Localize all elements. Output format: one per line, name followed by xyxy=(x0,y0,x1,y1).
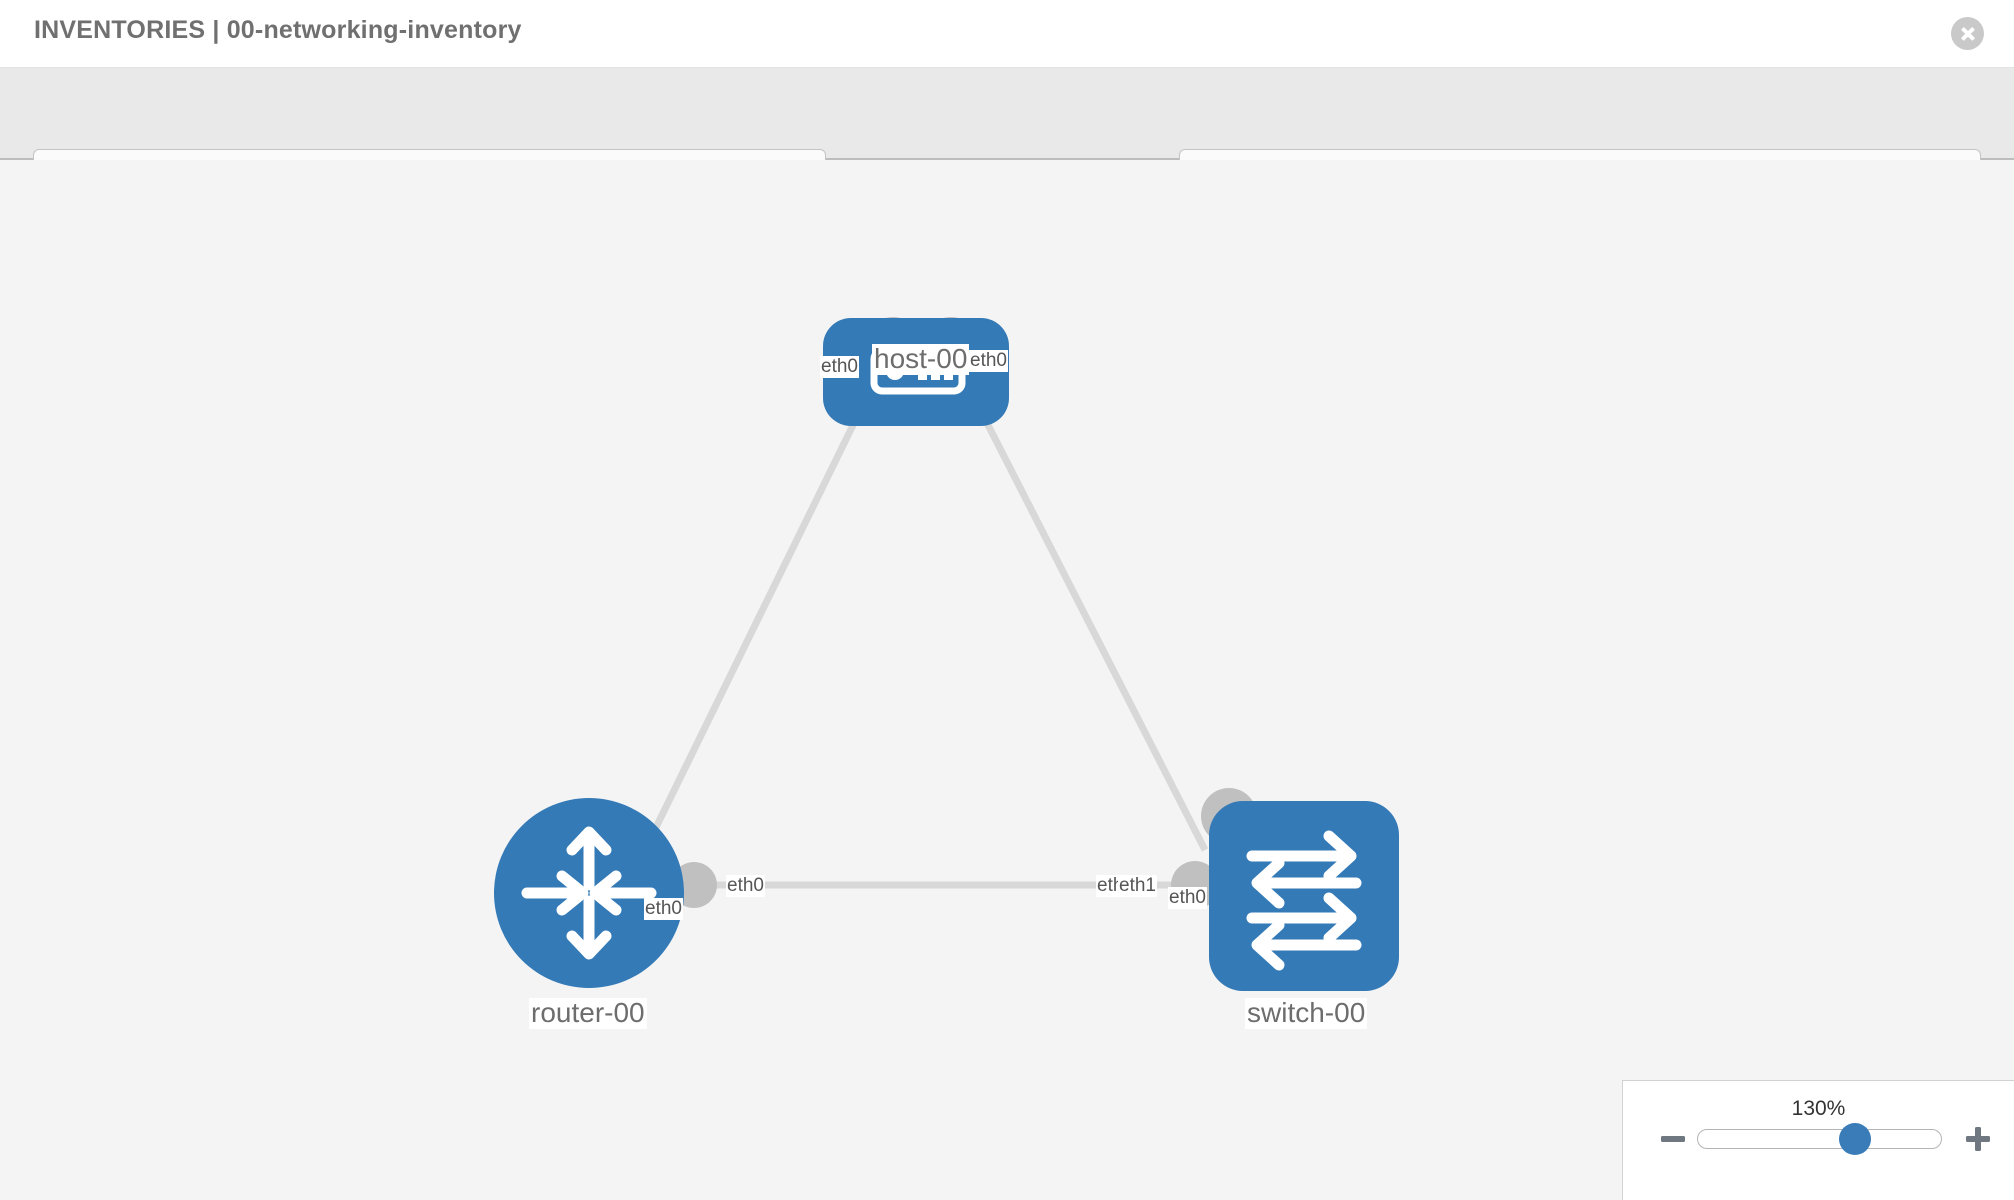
zoom-level-label: 130% xyxy=(1791,1097,1846,1120)
node-label-router-00: router-00 xyxy=(529,997,647,1029)
zoom-in-button[interactable] xyxy=(1964,1125,1992,1153)
zoom-control-panel: 130% xyxy=(1622,1080,2014,1200)
topology-links xyxy=(636,368,1209,889)
topology-canvas[interactable]: eth0 eth0 eth0 eth0 eth0 eth0 eth1 host-… xyxy=(0,160,2014,1200)
interface-label: eth1 xyxy=(1118,875,1157,897)
topology-graph xyxy=(494,317,1399,991)
interface-label: eth0 xyxy=(644,898,683,920)
interface-label: eth0 xyxy=(1168,887,1207,909)
link-host00-router00 xyxy=(636,368,884,862)
node-switch-00 xyxy=(1209,801,1399,991)
zoom-out-button[interactable] xyxy=(1659,1125,1687,1153)
close-icon[interactable] xyxy=(1951,17,1984,50)
zoom-slider-handle[interactable] xyxy=(1838,1123,1871,1155)
interface-label: eth0 xyxy=(820,356,859,378)
interface-label: eth0 xyxy=(969,350,1008,372)
node-label-host-00: host-00 xyxy=(872,343,970,375)
toolbar: ACTIONS SEARCH xyxy=(0,68,2014,202)
page-title: INVENTORIES | 00-networking-inventory xyxy=(34,16,522,44)
node-router-00 xyxy=(494,798,684,988)
page-header: INVENTORIES | 00-networking-inventory xyxy=(0,0,2014,68)
zoom-slider[interactable] xyxy=(1697,1123,1942,1155)
node-label-switch-00: switch-00 xyxy=(1245,997,1368,1029)
interface-label: eth0 xyxy=(726,875,765,897)
link-host00-switch00 xyxy=(956,368,1209,852)
